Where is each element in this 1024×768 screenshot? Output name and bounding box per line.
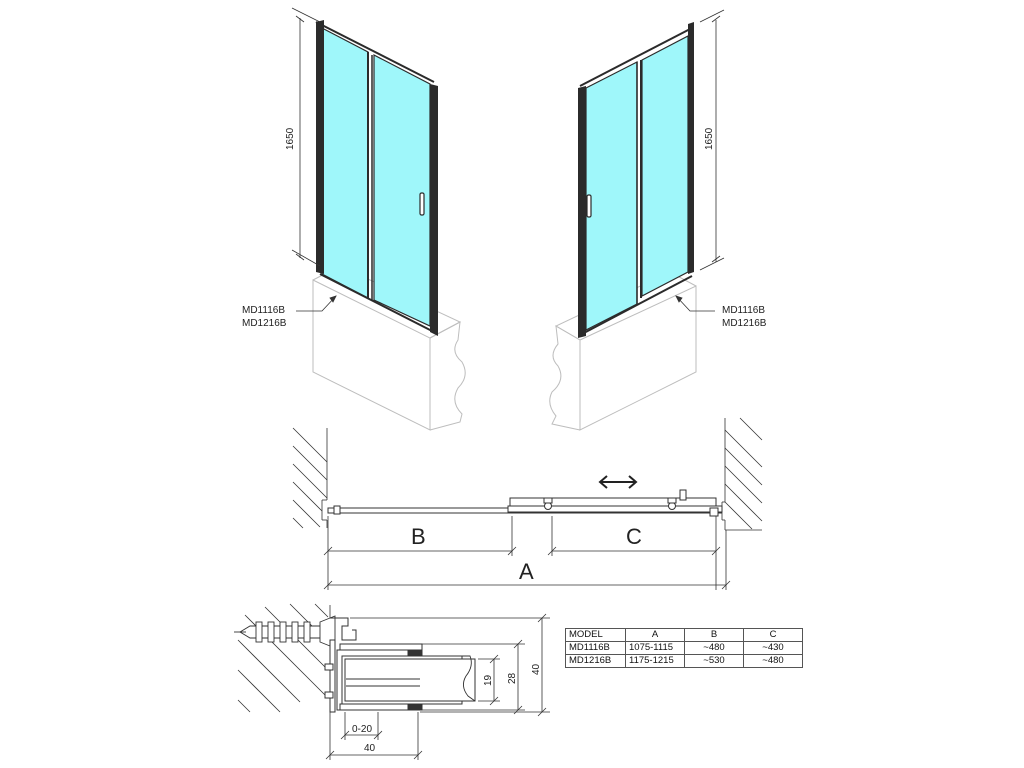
left-3d-view: 1650 MD1116B MD1216B	[242, 7, 466, 431]
left-glass-panel-2	[373, 54, 431, 327]
detail-dim-40-vertical: 40	[531, 663, 542, 675]
double-arrow-icon	[598, 475, 638, 489]
spec-cell-model: MD1116B	[565, 641, 626, 655]
left-model-label-2: MD1216B	[242, 318, 287, 329]
left-height-label: 1650	[285, 127, 296, 150]
detail-glass-break	[462, 655, 476, 702]
spec-header-a: A	[625, 628, 685, 642]
detail-view: 19 28 40 0-20 40	[234, 603, 550, 760]
spec-table-header-row: MODEL A B C	[565, 628, 803, 642]
detail-profile	[324, 617, 476, 713]
detail-dim-0-20: 0-20	[352, 724, 372, 735]
right-shower-door	[578, 22, 694, 338]
detail-wall-anchor	[234, 615, 336, 649]
left-glass-panel-1	[321, 27, 369, 299]
plan-dim-b-label: B	[411, 524, 426, 549]
right-model-label-2: MD1216B	[722, 318, 767, 329]
spec-table-row: MD1116B 1075-1115 ~480 ~430	[565, 641, 803, 655]
spec-cell-c: ~480	[743, 654, 803, 668]
detail-wall-hatching	[237, 603, 331, 713]
left-door-handle	[419, 192, 425, 216]
plan-door-rails	[327, 489, 723, 517]
plan-dim-c-line	[547, 516, 721, 590]
plan-left-wall	[292, 427, 328, 529]
right-glass-panel-2	[641, 35, 689, 297]
left-shower-door	[315, 20, 438, 336]
right-height-label: 1650	[704, 127, 715, 150]
right-model-label-1: MD1116B	[722, 305, 765, 316]
right-model-leader	[675, 295, 715, 312]
plan-view: B C A	[292, 417, 763, 590]
spec-cell-model: MD1216B	[565, 654, 626, 668]
right-glass-panel-1	[585, 61, 638, 331]
plan-dim-a-label: A	[519, 559, 534, 584]
plan-right-wall	[721, 417, 763, 531]
right-3d-view: 1650 MD1116B MD1216B	[549, 9, 767, 431]
spec-table: MODEL A B C MD1116B 1075-1115 ~480 ~430 …	[565, 628, 803, 668]
spec-table-row: MD1216B 1175-1215 ~530 ~480	[565, 654, 803, 668]
spec-cell-b: ~480	[684, 641, 744, 655]
right-door-handle	[586, 194, 592, 218]
spec-cell-a: 1175-1215	[625, 654, 685, 668]
detail-dim-40-horizontal: 40	[364, 743, 376, 754]
detail-horizontal-dims	[325, 712, 423, 760]
plan-dim-a-line	[323, 530, 731, 590]
detail-dim-19: 19	[483, 674, 494, 686]
plan-dim-b-line	[323, 516, 517, 590]
left-model-leader	[296, 295, 337, 312]
right-height-dimension	[699, 9, 725, 271]
spec-header-model: MODEL	[565, 628, 626, 642]
spec-cell-c: ~430	[743, 641, 803, 655]
detail-dim-28: 28	[507, 672, 518, 684]
spec-cell-a: 1075-1115	[625, 641, 685, 655]
spec-header-c: C	[743, 628, 803, 642]
detail-vertical-dims	[350, 613, 550, 717]
spec-header-b: B	[684, 628, 744, 642]
plan-dim-c-label: C	[626, 524, 642, 549]
left-model-label-1: MD1116B	[242, 305, 285, 316]
left-height-dimension	[291, 7, 321, 267]
spec-cell-b: ~530	[684, 654, 744, 668]
